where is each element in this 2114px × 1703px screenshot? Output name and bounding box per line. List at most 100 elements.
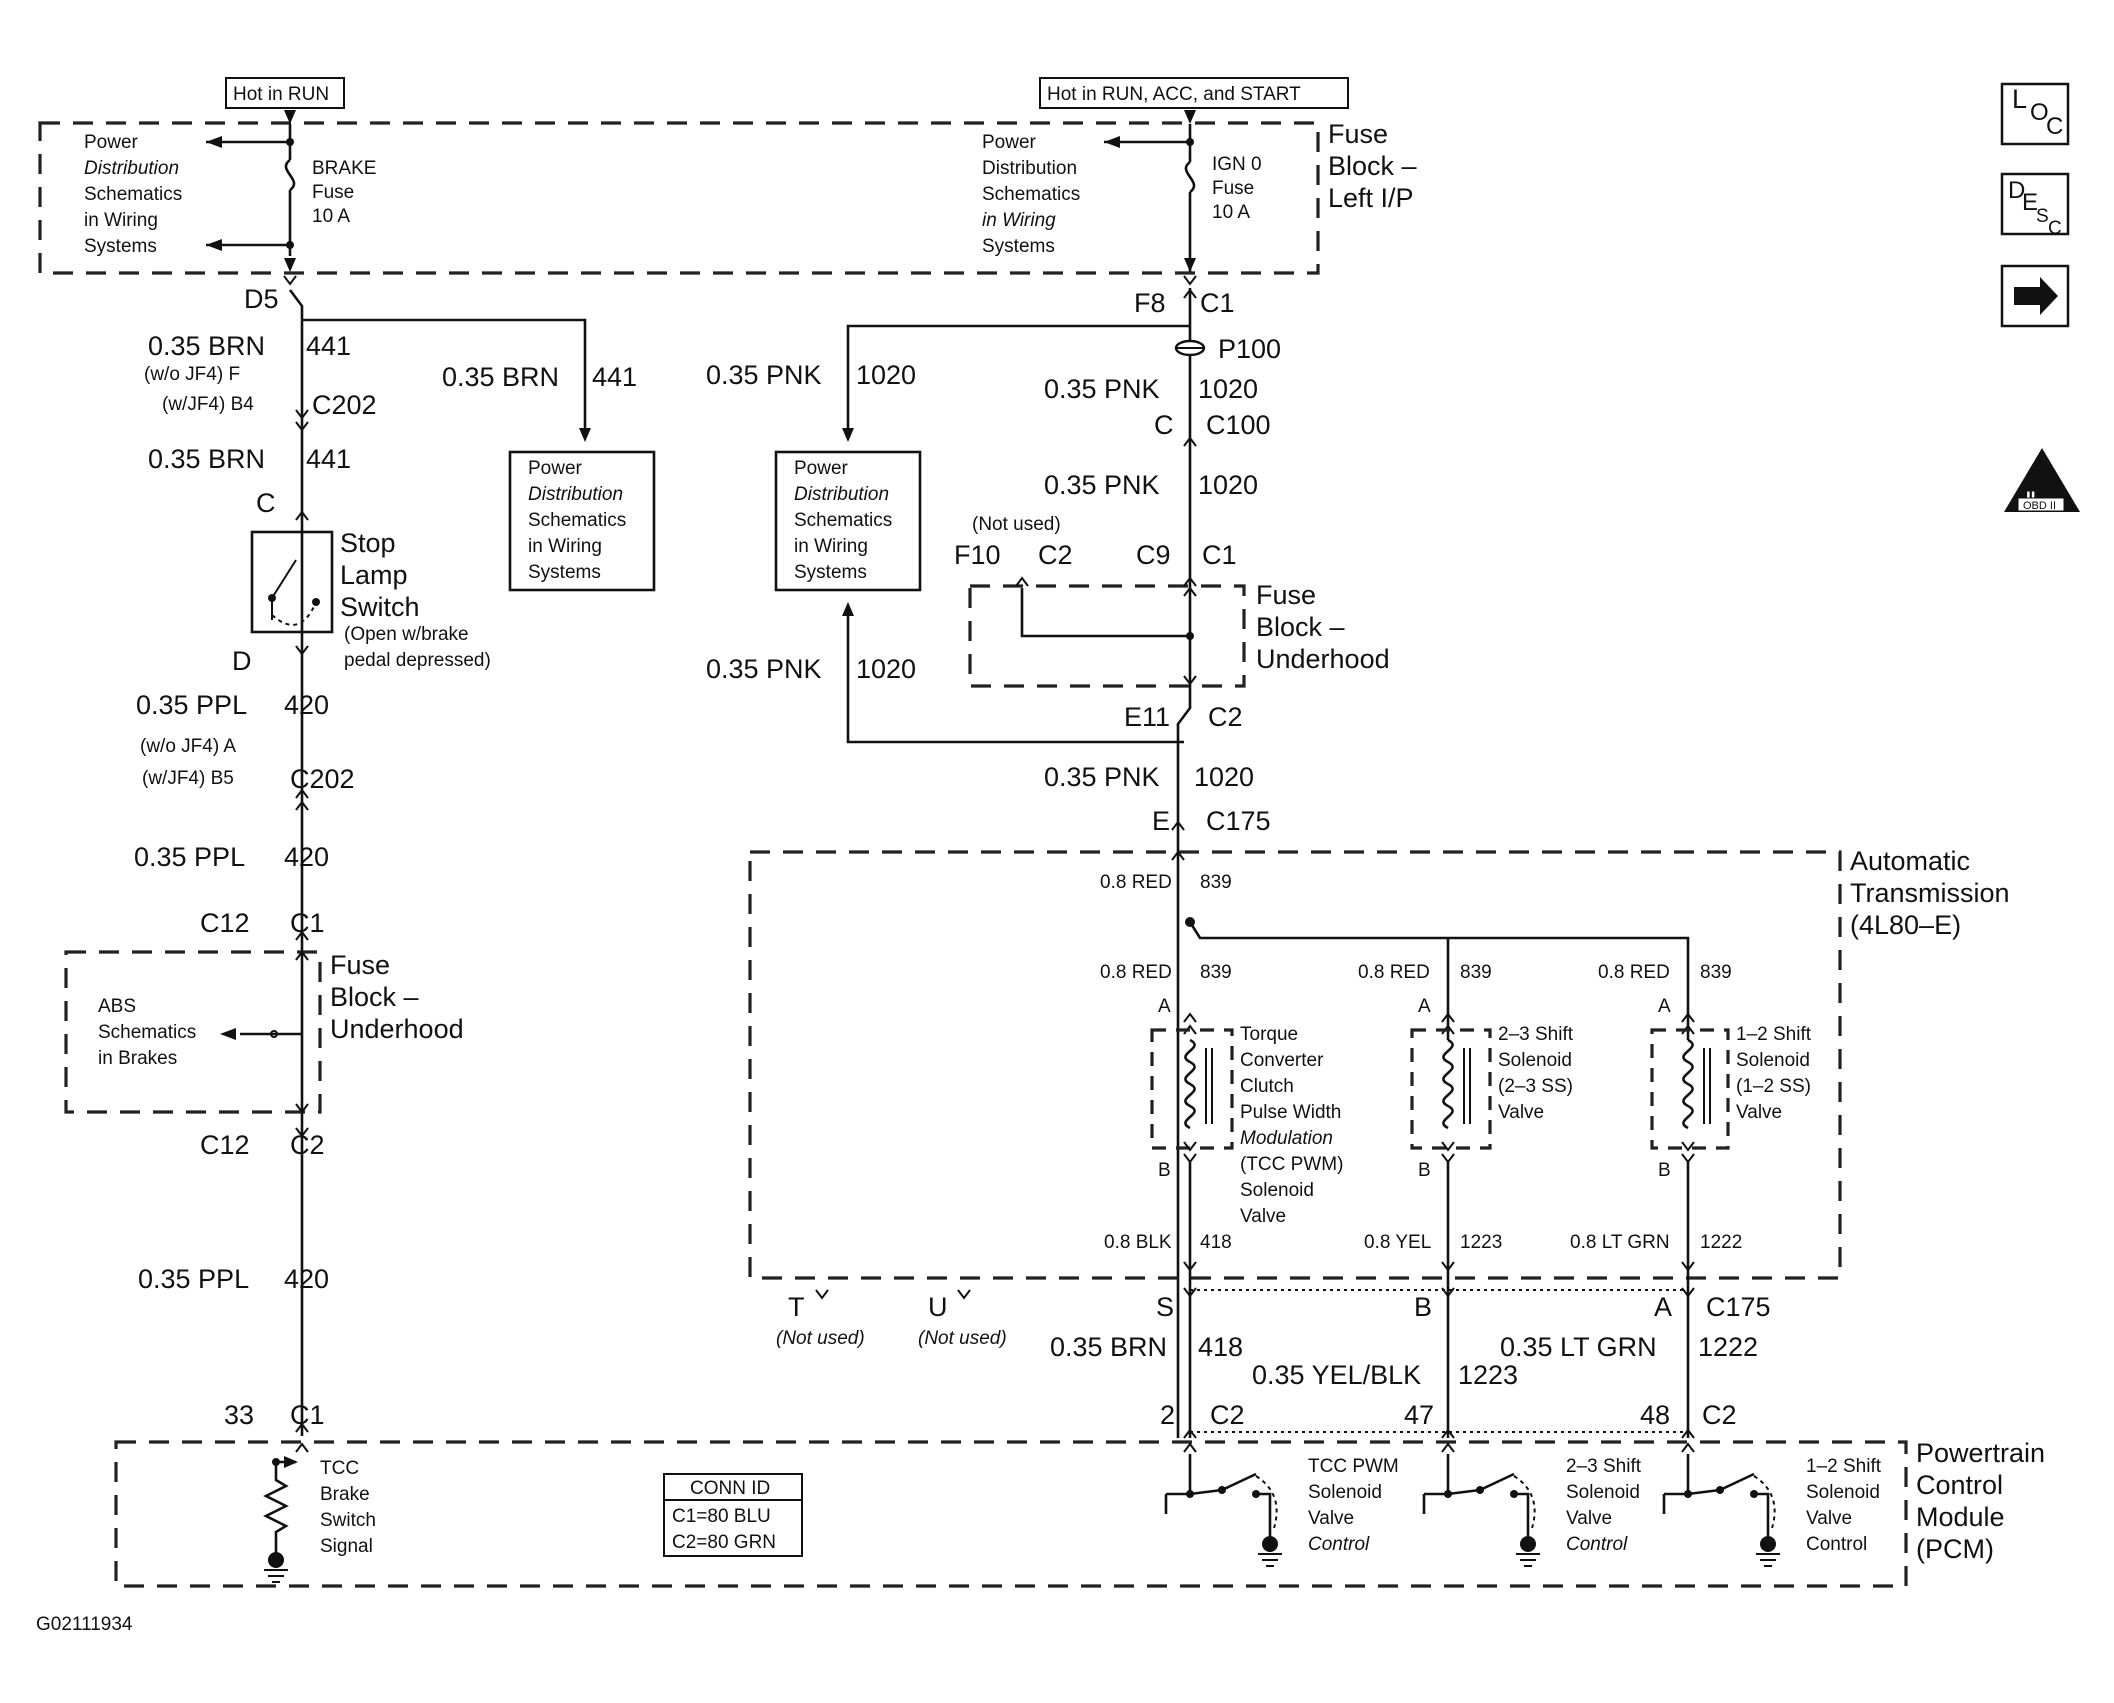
fuse-block-underhood-center-title: Fuse Block – Underhood	[1256, 580, 1390, 674]
svg-text:C2: C2	[1210, 1400, 1245, 1430]
hot-in-run-acc-start-label: Hot in RUN, ACC, and START	[1047, 84, 1301, 105]
svg-text:P100: P100	[1218, 334, 1281, 364]
svg-text:Modulation: Modulation	[1240, 1128, 1333, 1149]
svg-text:Module: Module	[1916, 1502, 2005, 1532]
svg-text:C202: C202	[312, 390, 377, 420]
svg-text:Solenoid: Solenoid	[1498, 1050, 1572, 1071]
svg-text:Lamp: Lamp	[340, 560, 408, 590]
tcc-pwm-driver: TCC PWM Solenoid Valve Control	[1164, 1442, 1399, 1567]
svg-text:C2=80 GRN: C2=80 GRN	[672, 1532, 776, 1553]
svg-text:C1: C1	[1200, 288, 1235, 318]
svg-text:0.8 BLK: 0.8 BLK	[1104, 1232, 1172, 1253]
svg-text:S: S	[2036, 206, 2049, 227]
svg-text:CONN ID: CONN ID	[690, 1478, 770, 1499]
svg-text:Control: Control	[1916, 1470, 2003, 1500]
svg-text:C9: C9	[1136, 540, 1171, 570]
svg-text:U: U	[928, 1292, 948, 1322]
svg-text:in Wiring: in Wiring	[794, 536, 868, 557]
svg-text:Solenoid: Solenoid	[1308, 1482, 1382, 1503]
ss23-solenoid: 0.8 RED 839 A B 2–3 Shift Solenoid (2–3 …	[1358, 962, 1574, 1253]
desc-icon[interactable]: D E S C	[2000, 172, 2070, 239]
svg-text:10 A: 10 A	[312, 206, 350, 227]
obd2-icon[interactable]: II OBD II	[2004, 448, 2080, 512]
svg-text:Schematics: Schematics	[982, 184, 1080, 205]
svg-text:0.35 PPL: 0.35 PPL	[138, 1264, 249, 1294]
svg-text:0.35 PNK: 0.35 PNK	[706, 360, 822, 390]
next-arrow-icon[interactable]	[2000, 264, 2070, 328]
svg-text:Switch: Switch	[320, 1510, 376, 1531]
svg-text:A: A	[1158, 996, 1171, 1017]
svg-text:Power: Power	[982, 132, 1037, 153]
svg-text:(Not used): (Not used)	[972, 514, 1061, 535]
svg-text:D: D	[232, 646, 252, 676]
svg-text:Switch: Switch	[340, 592, 420, 622]
svg-text:C: C	[2046, 113, 2063, 140]
svg-text:Automatic: Automatic	[1850, 846, 1970, 876]
svg-text:in Brakes: in Brakes	[98, 1048, 177, 1069]
fuse-block-underhood-left	[64, 950, 322, 1114]
svg-text:F8: F8	[1134, 288, 1166, 318]
svg-text:839: 839	[1200, 962, 1232, 983]
svg-text:Control: Control	[1806, 1534, 1867, 1555]
svg-text:Power: Power	[794, 458, 849, 479]
svg-text:Clutch: Clutch	[1240, 1076, 1294, 1097]
svg-text:Converter: Converter	[1240, 1050, 1324, 1071]
svg-text:O: O	[2030, 99, 2049, 126]
svg-text:1020: 1020	[1198, 374, 1258, 404]
svg-text:1020: 1020	[1194, 762, 1254, 792]
svg-text:0.35 YEL/BLK: 0.35 YEL/BLK	[1252, 1360, 1421, 1390]
svg-text:Transmission: Transmission	[1850, 878, 2010, 908]
svg-text:(w/o JF4) A: (w/o JF4) A	[140, 736, 236, 757]
hot-in-run-acc-start-box	[1039, 77, 1349, 109]
svg-text:0.35 PNK: 0.35 PNK	[706, 654, 822, 684]
svg-text:0.8 LT GRN: 0.8 LT GRN	[1570, 1232, 1670, 1253]
svg-text:441: 441	[306, 444, 351, 474]
svg-text:0.8 YEL: 0.8 YEL	[1364, 1232, 1431, 1253]
svg-text:0.8 RED: 0.8 RED	[1598, 962, 1670, 983]
ss12-solenoid: 0.8 RED 839 A B 1–2 Shift Solenoid (1–2 …	[1570, 962, 1812, 1253]
svg-text:Valve: Valve	[1308, 1508, 1354, 1529]
svg-text:10 A: 10 A	[1212, 202, 1250, 223]
svg-text:420: 420	[284, 1264, 329, 1294]
loc-icon[interactable]: L O C	[2000, 82, 2070, 146]
svg-text:C: C	[1154, 410, 1174, 440]
svg-text:Power: Power	[84, 132, 139, 153]
svg-text:TCC: TCC	[320, 1458, 359, 1479]
svg-text:1–2 Shift: 1–2 Shift	[1806, 1456, 1882, 1477]
svg-text:2–3 Shift: 2–3 Shift	[1566, 1456, 1642, 1477]
svg-text:Power: Power	[528, 458, 583, 479]
svg-text:Solenoid: Solenoid	[1240, 1180, 1314, 1201]
svg-text:0.35 LT GRN: 0.35 LT GRN	[1500, 1332, 1657, 1362]
svg-text:0.35 PPL: 0.35 PPL	[134, 842, 245, 872]
svg-text:Distribution: Distribution	[794, 484, 889, 505]
tcc-brake-switch-signal: TCC Brake Switch Signal	[263, 1442, 376, 1583]
svg-text:ABS: ABS	[98, 996, 136, 1017]
svg-text:Powertrain: Powertrain	[1916, 1438, 2045, 1468]
svg-text:0.35 PNK: 0.35 PNK	[1044, 470, 1160, 500]
svg-text:1223: 1223	[1458, 1360, 1518, 1390]
stop-lamp-switch-label: Stop Lamp Switch (Open w/brake pedal dep…	[340, 528, 491, 671]
abs-label: ABS Schematics in Brakes	[98, 996, 196, 1069]
svg-text:Control: Control	[1308, 1534, 1370, 1555]
svg-text:Valve: Valve	[1498, 1102, 1544, 1123]
fuse-block-lip-border	[38, 121, 1320, 275]
svg-text:C202: C202	[290, 764, 355, 794]
svg-text:TCC PWM: TCC PWM	[1308, 1456, 1399, 1477]
svg-text:C175: C175	[1206, 806, 1271, 836]
svg-text:1020: 1020	[1198, 470, 1258, 500]
svg-text:441: 441	[592, 362, 637, 392]
svg-text:T: T	[788, 1292, 805, 1322]
svg-text:Pulse Width: Pulse Width	[1240, 1102, 1341, 1123]
svg-text:Fuse: Fuse	[330, 950, 390, 980]
svg-text:1222: 1222	[1698, 1332, 1758, 1362]
svg-text:Systems: Systems	[982, 236, 1055, 257]
svg-text:Torque: Torque	[1240, 1024, 1298, 1045]
svg-text:0.8 RED: 0.8 RED	[1358, 962, 1430, 983]
svg-text:Control: Control	[1566, 1534, 1628, 1555]
svg-text:(w/o JF4) F: (w/o JF4) F	[144, 364, 240, 385]
left-wire	[288, 289, 304, 1436]
svg-text:F10: F10	[954, 540, 1001, 570]
ss23-driver: 2–3 Shift Solenoid Valve Control	[1422, 1442, 1642, 1567]
hot-in-run-box	[225, 77, 345, 109]
svg-text:Valve: Valve	[1566, 1508, 1612, 1529]
